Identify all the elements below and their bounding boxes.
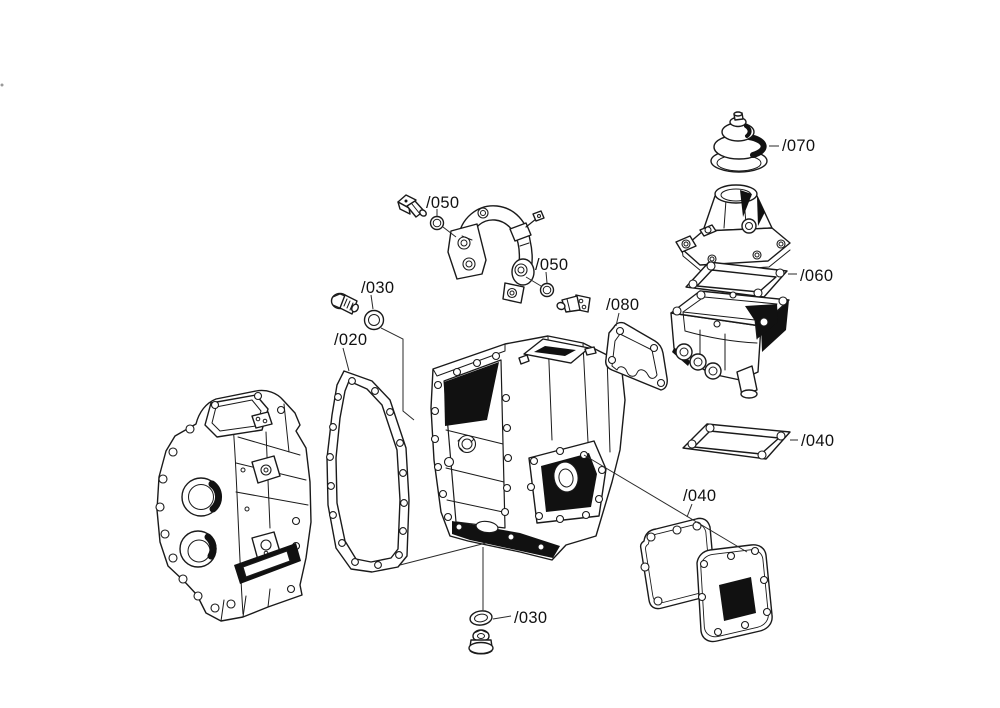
drain-plug-030-bottom bbox=[468, 629, 494, 655]
lower-bore bbox=[179, 530, 217, 568]
shift-housing-base bbox=[670, 290, 790, 399]
end-cover-housing bbox=[155, 389, 312, 622]
interior-shadow bbox=[444, 362, 499, 426]
part-label-040-lower: /040 bbox=[683, 487, 716, 505]
side-boss bbox=[741, 218, 757, 234]
cover-plate-040 bbox=[696, 544, 773, 643]
part-label-040-side: /040 bbox=[801, 432, 834, 450]
flat-gasket-060 bbox=[685, 261, 788, 298]
shift-tower-housing bbox=[675, 184, 791, 272]
flat-gasket-020 bbox=[326, 370, 410, 573]
bolt-050-right bbox=[556, 294, 591, 313]
part-label-020: /020 bbox=[334, 331, 367, 349]
threaded-bore bbox=[457, 434, 477, 454]
part-label-080: /080 bbox=[606, 296, 639, 314]
part-label-050-lower: /050 bbox=[535, 256, 568, 274]
flat-gasket-040-side bbox=[682, 423, 791, 460]
seal-ring-050-right bbox=[539, 282, 555, 298]
rubber-boot-070 bbox=[710, 111, 768, 173]
upper-bore bbox=[181, 477, 223, 517]
part-label-050-upper: /050 bbox=[426, 194, 459, 212]
drain-boss bbox=[475, 520, 499, 534]
part-label-030-lower: /030 bbox=[514, 609, 547, 627]
part-label-070: /070 bbox=[782, 137, 815, 155]
seal-ring-030-bottom bbox=[469, 610, 493, 626]
flat-gasket-080 bbox=[605, 321, 668, 391]
case-bolt-holes bbox=[430, 351, 513, 540]
bolt-050-left bbox=[397, 194, 427, 218]
seal-ring-030-top bbox=[363, 309, 385, 331]
leader-lines bbox=[342, 145, 798, 620]
shift-bracket bbox=[447, 205, 545, 304]
gasket-bolt-holes bbox=[326, 377, 408, 569]
screw-plug-030-top bbox=[330, 292, 359, 315]
seal-ring-050-left bbox=[429, 215, 445, 231]
transmission-case bbox=[430, 335, 626, 561]
part-label-060: /060 bbox=[800, 267, 833, 285]
part-label-030-upper: /030 bbox=[361, 279, 394, 297]
scan-speck bbox=[0, 83, 4, 87]
side-cover-opening bbox=[526, 440, 607, 524]
part-labels: /050 /050 /030 /020 /080 /070 /060 /040 … bbox=[334, 137, 834, 627]
flange-bolt-holes bbox=[155, 391, 301, 613]
